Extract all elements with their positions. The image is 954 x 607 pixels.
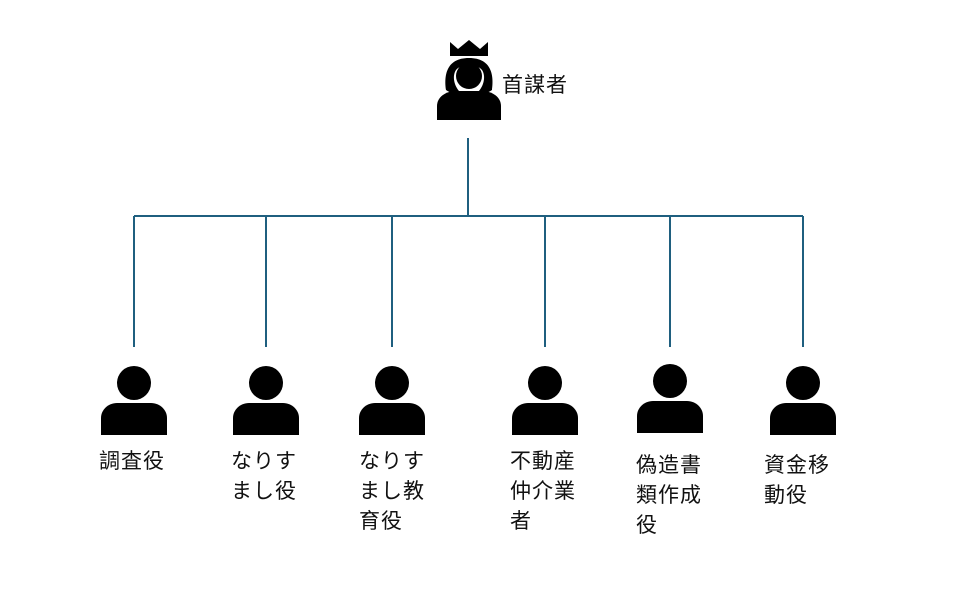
leader-label: 首謀者 [502, 73, 568, 97]
role-label-document-forger: 偽造書 類作成 役 [636, 453, 702, 537]
role-label-real-estate-broker: 不動産 仲介業 者 [510, 449, 576, 533]
person-icon [637, 364, 703, 433]
person-icon [359, 366, 425, 435]
role-label-investigator: 調査役 [99, 449, 165, 473]
crowned-person-icon [437, 40, 501, 120]
person-icon [101, 366, 167, 435]
person-icon [512, 366, 578, 435]
role-label-fund-mover: 資金移 動役 [764, 453, 830, 507]
role-label-impersonation-trainer: なりす まし教 育役 [359, 449, 425, 533]
person-icon [233, 366, 299, 435]
person-icon [770, 366, 836, 435]
role-label-impersonator: なりす まし役 [231, 449, 297, 503]
